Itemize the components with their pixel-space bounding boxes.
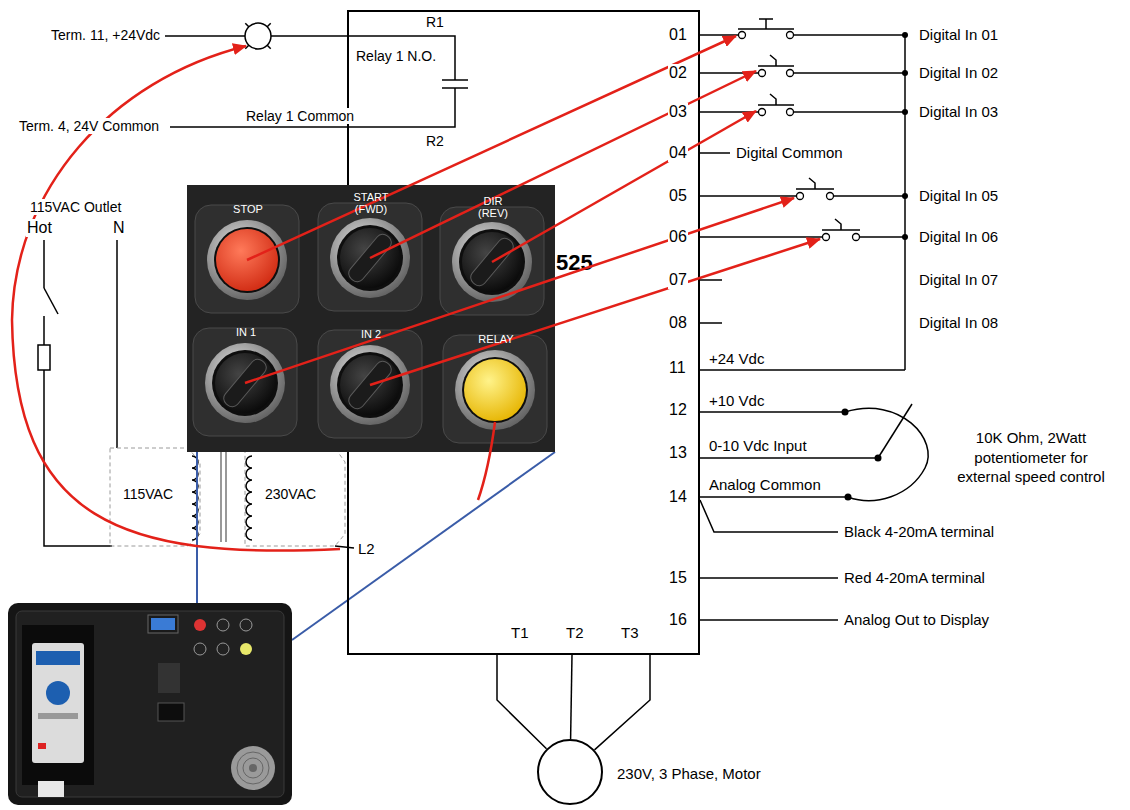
transformer-coil [246, 456, 252, 540]
terminal-number: 02 [668, 64, 688, 82]
terminal-number: 08 [668, 314, 688, 332]
signal-name: +24 Vdc [708, 350, 765, 367]
terminal-number: 03 [668, 103, 688, 121]
outlet-label: 115VAC Outlet [29, 199, 122, 215]
output-terminal: T3 [620, 624, 640, 641]
outlet-switch [44, 288, 58, 314]
control-panel-photo [187, 185, 555, 452]
button-label: STOP [207, 203, 289, 215]
signal-name: Digital In 01 [918, 26, 999, 43]
terminal-note: Term. 4, 24V Common [18, 118, 160, 134]
fuse-symbol [38, 345, 50, 370]
terminal-number: 12 [668, 401, 688, 419]
terminal-number: 13 [668, 444, 688, 462]
signal-name: Digital In 03 [918, 103, 999, 120]
signal-name: Digital Common [735, 144, 844, 161]
wire-label: Relay 1 Common [245, 108, 355, 124]
voltage-label: 115VAC [122, 486, 174, 502]
output-terminal: T1 [510, 624, 530, 641]
signal-name: Digital In 02 [918, 64, 999, 81]
component-note: 10K Ohm, 2Watt potentiometer for externa… [945, 428, 1117, 487]
motor-lead [497, 655, 547, 749]
relay-terminal: R1 [425, 14, 445, 30]
signal-name: Red 4-20mA terminal [843, 569, 986, 586]
button-label: IN 1 [205, 326, 287, 338]
signal-name: Digital In 05 [918, 187, 999, 204]
potentiometer-symbol [845, 408, 928, 500]
signal-name: Analog Common [708, 476, 822, 493]
signal-name: Black 4-20mA terminal [843, 523, 995, 540]
signal-name: 0-10 Vdc Input [708, 437, 808, 454]
voltage-label: 230VAC [264, 486, 317, 502]
terminal-number: 16 [668, 611, 688, 629]
button-label: RELAY [455, 333, 537, 345]
terminal-number: 06 [668, 228, 688, 246]
signal-name: Digital In 08 [918, 314, 999, 331]
output-terminal: T2 [565, 624, 585, 641]
motor-lead [571, 655, 572, 739]
button-label: START (FWD) [345, 191, 397, 215]
relay-terminal: R2 [425, 133, 445, 149]
button-label: DIR (REV) [470, 195, 516, 219]
pilot-lamp [245, 23, 271, 49]
terminal-number: 04 [668, 144, 688, 162]
wire-label: Hot [26, 219, 53, 237]
junction-dots [842, 32, 909, 501]
signal-name: Analog Out to Display [843, 611, 990, 628]
terminal-number: 07 [668, 271, 688, 289]
terminal-number: 05 [668, 187, 688, 205]
signal-name: +10 Vdc [708, 392, 765, 409]
enclosure-photo [8, 603, 292, 805]
transformer-outline [110, 448, 200, 546]
switch-contacts [739, 32, 860, 241]
terminal-number: 15 [668, 569, 688, 587]
left-wiring [38, 23, 468, 548]
terminal-note: Term. 11, +24Vdc [50, 27, 161, 43]
terminal-number: 01 [668, 26, 688, 44]
signal-name: Digital In 06 [918, 228, 999, 245]
terminal-label: L2 [357, 540, 376, 557]
motor-label: 230V, 3 Phase, Motor [617, 765, 761, 782]
terminal-number: 11 [668, 359, 687, 377]
button-label: IN 2 [330, 328, 412, 340]
wire-label: N [112, 219, 126, 237]
motor-lead [595, 655, 651, 750]
relay-contact [442, 79, 468, 81]
signal-name: Digital In 07 [918, 271, 999, 288]
terminal-number: 14 [668, 488, 688, 506]
motor-circle: 230V, 3 Phase, Motor [537, 739, 603, 805]
transformer-outline [245, 448, 345, 546]
relay-contact-label: Relay 1 N.O. [355, 48, 437, 64]
